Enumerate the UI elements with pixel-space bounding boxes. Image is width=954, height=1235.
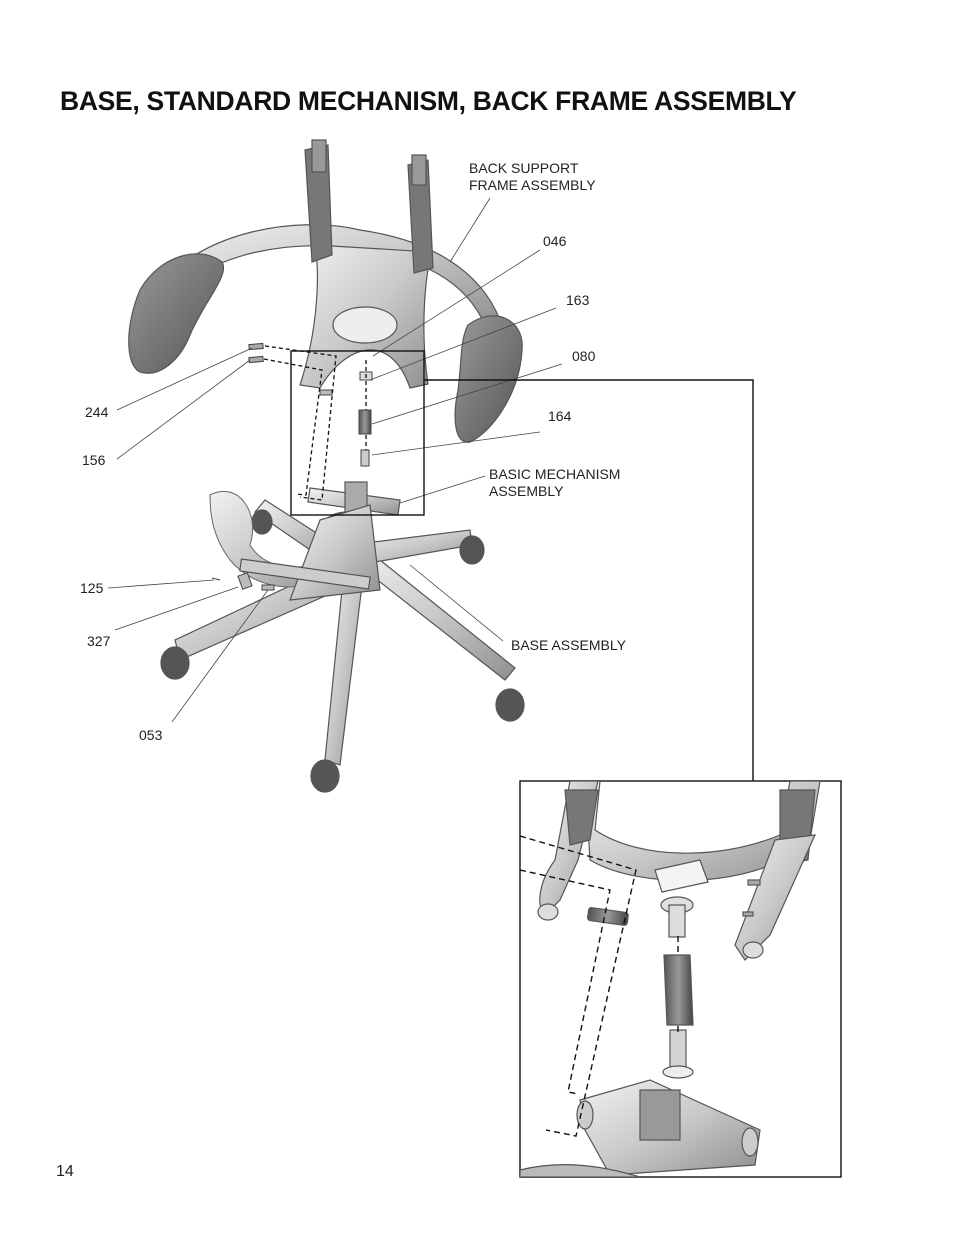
callout-basic-mechanism-assembly: BASIC MECHANISM ASSEMBLY: [489, 466, 620, 500]
callout-125: 125: [80, 580, 104, 596]
callout-080: 080: [572, 348, 596, 364]
callout-327: 327: [87, 633, 111, 649]
callout-leader-lines: [107, 197, 563, 723]
back-support-frame-drawing: [128, 139, 523, 443]
callout-text-line: ASSEMBLY: [489, 483, 564, 499]
page-title: BASE, STANDARD MECHANISM, BACK FRAME ASS…: [60, 86, 797, 116]
callout-244: 244: [85, 404, 109, 420]
alignment-dashed-lines: [263, 345, 367, 501]
callout-046: 046: [543, 233, 567, 249]
right-arm-pad: [454, 315, 523, 443]
callout-text-line: FRAME ASSEMBLY: [469, 177, 596, 193]
callout-text-line: BASIC MECHANISM: [489, 466, 621, 482]
spring-small: [358, 409, 372, 435]
callout-053: 053: [139, 727, 163, 743]
callout-156: 156: [82, 452, 106, 468]
detail-inset-view: [519, 780, 842, 1178]
callout-164: 164: [548, 408, 572, 424]
callout-back-support-frame-assembly: BACK SUPPORT FRAME ASSEMBLY: [469, 160, 596, 194]
inset-dashed-lines: [520, 835, 679, 1137]
page-number: 14: [56, 1163, 74, 1180]
left-arm-pad: [128, 253, 225, 374]
basic-mechanism-drawing: [239, 481, 401, 601]
callout-163: 163: [566, 292, 590, 308]
callout-text-line: BACK SUPPORT: [469, 160, 579, 176]
callout-base-assembly: BASE ASSEMBLY: [511, 637, 626, 653]
detail-callout-box: [290, 350, 754, 781]
inset-spring: [663, 954, 694, 1026]
